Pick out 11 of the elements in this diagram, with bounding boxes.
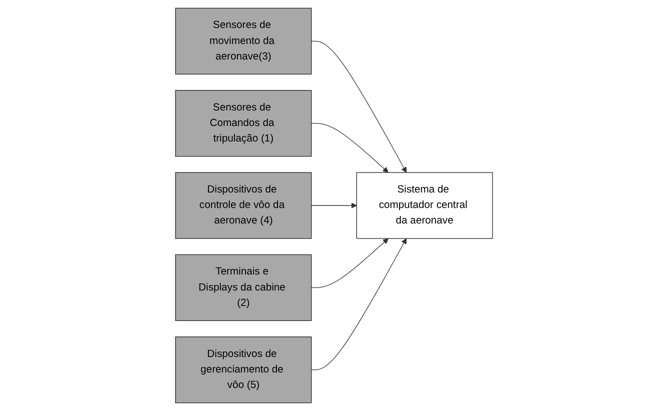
node-box: Sensores de movimento da aeronave(3) [175, 8, 312, 74]
arrow [311, 123, 388, 173]
arrow [311, 202, 357, 208]
arrow [311, 238, 407, 370]
node-box: Dispositivos de gerenciamento de vôo (5) [175, 336, 312, 404]
node-box: Sistema de computador central da aeronave [356, 172, 493, 239]
node-box: Sensores de Comandos da tripulação (1) [175, 90, 312, 157]
node-box: Terminais e Displays da cabine (2) [175, 254, 312, 321]
node-box: Dispositivos de controle de vôo da aeronave (4) [175, 172, 312, 239]
arrow [311, 40, 407, 173]
arrow [311, 238, 388, 288]
